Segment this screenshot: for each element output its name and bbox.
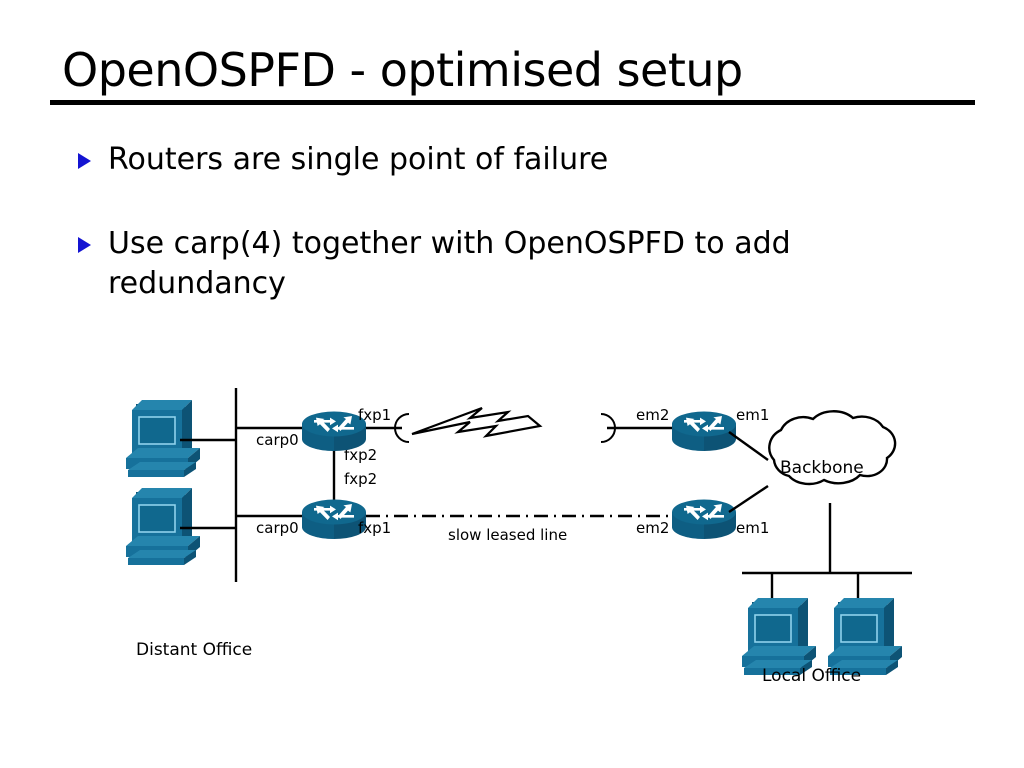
distant-router-bottom — [302, 499, 366, 539]
local-router-top-backbone-link — [728, 431, 769, 461]
network-diagram: carp0 carp0 fxp2 fxp2 fxp1 fxp1 — [0, 360, 1024, 710]
bullet-item-1: Use carp(4) together with OpenOSPFD to a… — [72, 224, 932, 304]
title-underline-rule — [50, 100, 975, 105]
label-local-bottom-em1: em1 — [736, 519, 769, 537]
local-router-bottom-backbone-link — [728, 485, 769, 513]
cloud-label: Backbone — [780, 458, 864, 478]
local-router-top — [672, 411, 736, 451]
label-distant-top-carp0: carp0 — [256, 431, 299, 449]
bullet-item-0-text: Routers are single point of failure — [108, 142, 609, 177]
local-workstation-left — [741, 597, 817, 676]
local-router-bottom — [672, 499, 736, 539]
bullet-triangle-icon — [78, 237, 91, 253]
bullet-triangle-icon — [78, 153, 91, 169]
label-distant-bottom-fxp2: fxp2 — [344, 470, 377, 488]
site-label-distant-office: Distant Office — [136, 640, 252, 660]
bullet-item-0: Routers are single point of failure — [72, 140, 932, 180]
label-distant-top-fxp1: fxp1 — [358, 406, 391, 424]
distant-workstation-top — [125, 399, 201, 478]
site-label-local-office: Local Office — [762, 666, 861, 686]
local-workstation-right — [827, 597, 903, 676]
bullet-list: Routers are single point of failure Use … — [72, 140, 932, 348]
label-distant-bottom-fxp1: fxp1 — [358, 519, 391, 537]
label-local-bottom-em2: em2 — [636, 519, 669, 537]
label-distant-bottom-carp0: carp0 — [256, 519, 299, 537]
page-title: OpenOSPFD - optimised setup — [62, 43, 743, 97]
distant-router-top — [302, 411, 366, 451]
lightning-bolt-icon — [411, 406, 543, 438]
label-slow-leased-line: slow leased line — [448, 526, 567, 544]
distant-workstation-bottom — [125, 487, 201, 566]
bullet-item-1-text: Use carp(4) together with OpenOSPFD to a… — [108, 226, 791, 301]
label-local-top-em2: em2 — [636, 406, 669, 424]
wan-arc-left — [394, 413, 410, 443]
label-local-top-em1: em1 — [736, 406, 769, 424]
label-distant-top-fxp2: fxp2 — [344, 446, 377, 464]
